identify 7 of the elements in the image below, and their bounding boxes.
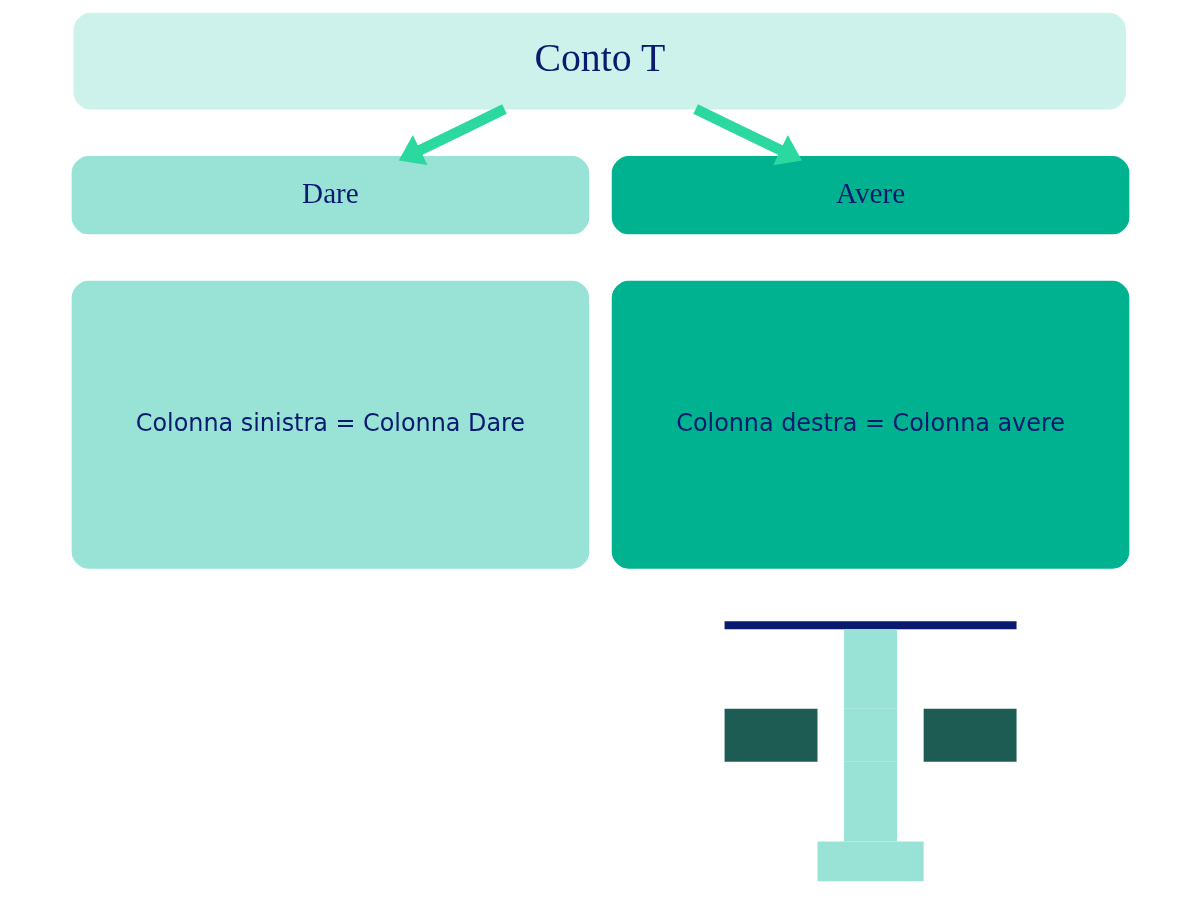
node-box: Colonna destra = Colonna avere xyxy=(611,280,1129,569)
node-box: Colonna sinistra = Colonna Dare xyxy=(71,280,589,569)
arrow xyxy=(692,104,802,166)
node-box: Dare xyxy=(71,156,589,235)
node-box: Conto T xyxy=(73,12,1126,110)
arrow xyxy=(398,104,507,166)
node-box: Avere xyxy=(611,156,1129,235)
